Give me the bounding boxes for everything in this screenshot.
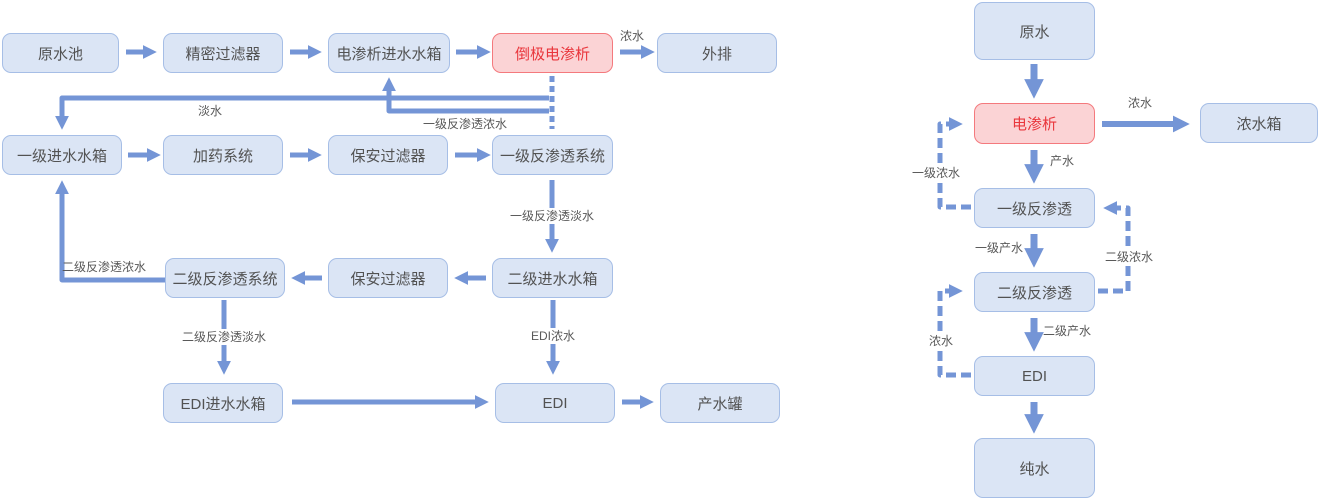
node-edi: EDI	[495, 383, 615, 423]
node-edi-right: EDI	[974, 356, 1095, 396]
edge-label-s1-product: 一级产水	[974, 241, 1024, 255]
edge-label-ro1-concentrate: 一级反渗透浓水	[422, 117, 508, 131]
edge-label-right-product: 产水	[1049, 154, 1075, 168]
node-edr-highlight: 倒极电渗析	[492, 33, 613, 73]
pipe-ro1-concentrate-to-edtank	[382, 77, 549, 114]
node-stage1-ro-system: 一级反渗透系统	[492, 135, 613, 175]
node-stage1-ro: 一级反渗透	[974, 188, 1095, 228]
node-stage2-ro: 二级反渗透	[974, 272, 1095, 312]
pipe-s1-concentrate-recycle	[937, 117, 971, 210]
node-stage2-ro-system: 二级反渗透系统	[165, 258, 285, 298]
node-security-filter-2: 保安过滤器	[328, 258, 448, 298]
pipe-s2-concentrate-recycle	[1098, 201, 1131, 294]
edge-label-right-concentrate: 浓水	[1127, 96, 1153, 110]
node-product-water-tank: 产水罐	[660, 383, 780, 423]
node-security-filter-1: 保安过滤器	[328, 135, 448, 175]
node-pure-water: 纯水	[974, 438, 1095, 498]
node-discharge: 外排	[657, 33, 777, 73]
edge-label-s2-concentrate: 二级浓水	[1101, 249, 1157, 265]
edge-label-ro2-freshwater: 二级反渗透淡水	[178, 329, 270, 345]
edge-label-edi-concentrate: EDI浓水	[527, 328, 579, 344]
edge-label-edi-recycle-concentrate: 浓水	[925, 333, 957, 349]
node-edi-feed-tank: EDI进水水箱	[163, 383, 283, 423]
edge-label-s2-product: 二级产水	[1042, 324, 1092, 338]
edge-label-concentrate: 浓水	[619, 29, 645, 43]
edge-label-ro1-freshwater: 一级反渗透淡水	[506, 208, 598, 224]
node-stage1-feed-tank: 一级进水水箱	[2, 135, 122, 175]
node-precision-filter: 精密过滤器	[163, 33, 283, 73]
edge-label-s1-concentrate: 一级浓水	[908, 165, 964, 181]
node-dosing-system: 加药系统	[163, 135, 283, 175]
node-raw-water-pool: 原水池	[2, 33, 119, 73]
node-ed-feed-tank: 电渗析进水水箱	[328, 33, 450, 73]
node-concentrate-tank: 浓水箱	[1200, 103, 1318, 143]
edge-label-freshwater: 淡水	[197, 104, 223, 118]
edge-label-ro2-concentrate: 二级反渗透浓水	[61, 260, 147, 274]
pipe-ro2-concentrate-to-s1tank	[55, 180, 165, 283]
node-stage2-feed-tank: 二级进水水箱	[492, 258, 613, 298]
node-electrodialysis-highlight: 电渗析	[974, 103, 1095, 144]
pipe-edi-concentrate-recycle	[937, 284, 971, 378]
node-raw-water: 原水	[974, 2, 1095, 60]
